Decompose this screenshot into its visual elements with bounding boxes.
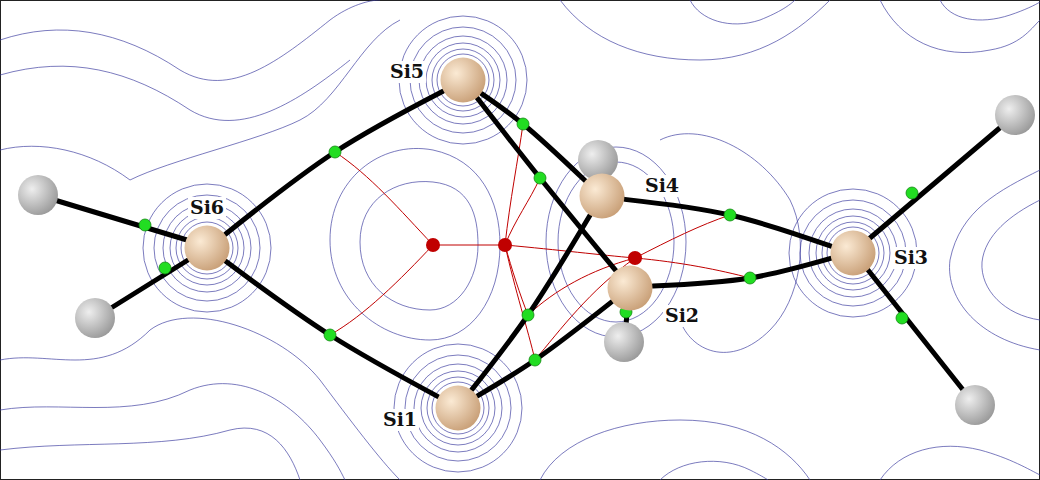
bond-path <box>225 91 443 234</box>
atom-label: Si3 <box>892 247 930 269</box>
ring-paths <box>330 124 750 360</box>
atom-label: Si6 <box>188 197 226 219</box>
silicon-atom: Si5 <box>440 57 486 103</box>
atom-sphere <box>607 265 653 311</box>
silicon-atom: Si1 <box>435 385 481 431</box>
hydrogen-atoms <box>18 95 1035 425</box>
atom-label: Si5 <box>388 61 426 83</box>
atom-label: Si1 <box>381 409 419 431</box>
atom-sphere <box>440 57 486 103</box>
atom-sphere <box>579 173 625 219</box>
bond-path <box>478 302 612 396</box>
bond-path <box>653 258 831 286</box>
bond-path <box>226 261 438 396</box>
silicon-atom: Si2 <box>607 265 653 311</box>
atom-label: Si4 <box>643 175 681 197</box>
bond-path <box>625 199 831 246</box>
bond-path <box>472 216 590 390</box>
silicon-atom: Si3 <box>830 230 876 276</box>
atom-sphere <box>184 225 230 271</box>
silicon-atom: Si6 <box>184 225 230 271</box>
atom-label: Si2 <box>663 305 701 327</box>
atom-sphere <box>435 385 481 431</box>
silicon-atom: Si4 <box>579 173 625 219</box>
atom-sphere <box>830 230 876 276</box>
atom-contours <box>143 16 917 472</box>
